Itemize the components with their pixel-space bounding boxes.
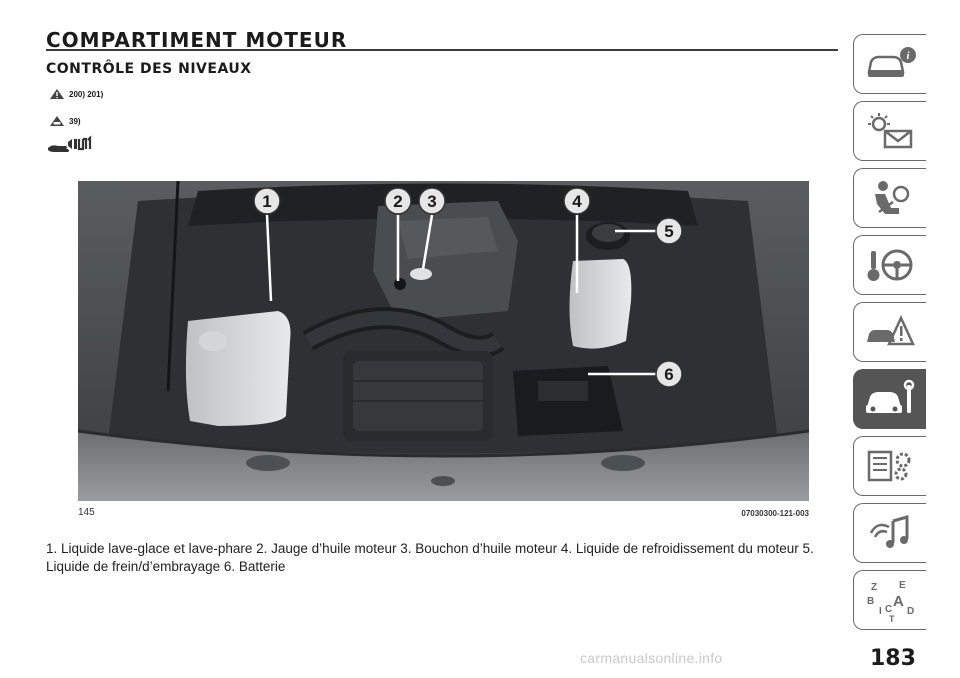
car-info-icon: i (867, 47, 916, 77)
page-number: 183 (870, 646, 916, 671)
alphabet-index-icon: Z E B A I C D T (867, 580, 914, 622)
caution-car-icon (50, 116, 64, 126)
tab-starting-driving[interactable] (853, 235, 926, 295)
svg-text:I: I (879, 606, 882, 617)
tab-vehicle-info[interactable]: i (853, 34, 926, 94)
callout-5: 5 (664, 222, 673, 241)
tab-technical-specs[interactable] (853, 436, 926, 496)
tab-dashboard[interactable] (853, 101, 926, 161)
warning-triangle-icon (50, 89, 64, 99)
figure-number: 145 (78, 507, 95, 518)
figure-caption: 1. Liquide lave-glace et lave-phare 2. J… (46, 541, 814, 574)
emergency-triangle-icon (867, 315, 915, 346)
engine-bay-photo: 1 2 3 4 5 6 (78, 181, 809, 501)
figure-code: 07030300-121-003 (741, 509, 809, 518)
svg-text:T: T (889, 614, 895, 622)
note-ref-text: 39) (69, 116, 81, 126)
steering-key-icon (867, 249, 913, 281)
svg-text:B: B (867, 596, 874, 607)
spec-gears-icon (867, 450, 911, 482)
seat-airbag-icon (875, 181, 910, 214)
svg-text:A: A (893, 593, 904, 610)
callout-2: 2 (393, 192, 402, 211)
warning-reference: 200) 201) (49, 88, 103, 100)
car-tools-icon (866, 379, 915, 413)
callout-6: 6 (664, 365, 673, 384)
callouts (253, 187, 683, 388)
dashboard-lights-icon (868, 113, 913, 149)
note-reference: 39) (49, 115, 81, 127)
tab-index[interactable]: Z E B A I C D T (853, 570, 926, 630)
svg-text:E: E (899, 580, 906, 591)
svg-text:C: C (885, 604, 892, 615)
tab-multimedia[interactable] (853, 503, 926, 563)
callout-1: 1 (262, 192, 271, 211)
tab-safety[interactable] (853, 168, 926, 228)
callout-3: 3 (427, 192, 436, 211)
tab-emergency[interactable] (853, 302, 926, 362)
environment-hand-icon (48, 135, 92, 152)
tab-maintenance[interactable] (853, 369, 926, 429)
svg-text:D: D (907, 606, 914, 617)
section-title: COMPARTIMENT MOTEUR (46, 28, 348, 52)
warning-ref-text: 200) 201) (69, 89, 104, 99)
callout-4: 4 (572, 192, 582, 211)
section-subtitle: CONTRÔLE DES NIVEAUX (46, 61, 252, 77)
watermark: carmanualsonline.info (580, 650, 723, 666)
title-underline (46, 49, 838, 51)
svg-text:i: i (906, 50, 910, 62)
audio-note-icon (869, 515, 909, 548)
engine-compartment-illustration: 1 2 3 4 5 6 (78, 181, 809, 501)
svg-text:Z: Z (871, 582, 877, 593)
